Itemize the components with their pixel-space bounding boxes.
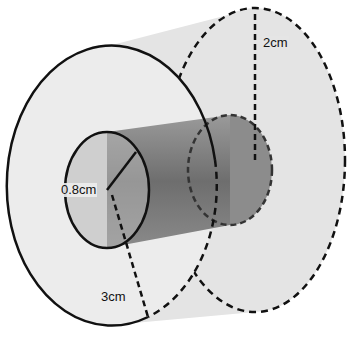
- back-radius-line: [254, 10, 257, 160]
- radius-label: 3cm: [100, 290, 127, 304]
- length-label: 2cm: [262, 36, 289, 50]
- inner-back-rim: [188, 115, 272, 225]
- outer-front-rim-hidden: [148, 160, 217, 317]
- outer-front-rim: [7, 46, 215, 326]
- radius-label: 0.8cm: [60, 183, 97, 197]
- inner-radius-line: [107, 152, 136, 190]
